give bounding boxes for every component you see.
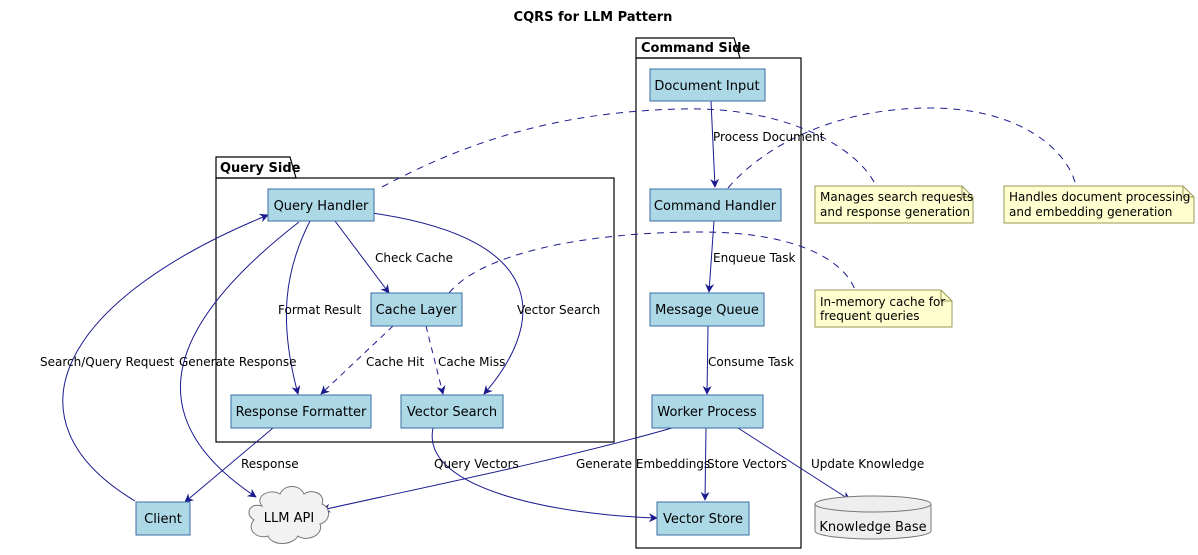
label-process-document: Process Document [713, 130, 825, 144]
message-queue-label: Message Queue [655, 303, 759, 318]
edge-consume-task [702, 325, 712, 395]
diagram-title: CQRS for LLM Pattern [514, 10, 673, 25]
edge-query-vectors [431, 427, 658, 523]
vector-store-label: Vector Store [663, 512, 743, 527]
cache-layer-label: Cache Layer [376, 303, 457, 318]
edge-response [184, 427, 274, 503]
query-handler-label: Query Handler [274, 199, 369, 214]
note-command-handler-line1: Handles document processing [1009, 190, 1190, 204]
note-connector-cache-layer [448, 231, 856, 294]
edge-check-cache [334, 220, 390, 294]
edge-vector-search [371, 212, 524, 395]
cloud-icon [248, 486, 329, 544]
response-formatter-node: Response Formatter [230, 394, 372, 429]
label-response: Response [241, 457, 299, 471]
vector-store-node: Vector Store [656, 501, 750, 536]
edges [62, 100, 851, 523]
edge-enqueue-task [705, 220, 715, 293]
label-check-cache: Check Cache [375, 251, 453, 265]
label-store-vectors: Store Vectors [707, 457, 787, 471]
edge-cache-hit [320, 325, 394, 395]
label-enqueue-task: Enqueue Task [713, 251, 796, 265]
knowledge-base-label: Knowledge Base [819, 520, 926, 535]
command-handler-label: Command Handler [654, 199, 777, 214]
edge-search-query-request [62, 213, 269, 502]
note-cache-layer-line1: In-memory cache for [820, 295, 945, 309]
query-side-package: Query Side [215, 156, 615, 443]
label-cache-miss: Cache Miss [438, 355, 505, 369]
label-query-vectors: Query Vectors [434, 457, 519, 471]
knowledge-base-node: Knowledge Base [814, 495, 932, 540]
query-handler-node: Query Handler [267, 188, 375, 222]
note-command-handler: Handles document processing and embeddin… [1003, 185, 1195, 224]
worker-process-node: Worker Process [651, 394, 764, 429]
edge-process-document [710, 100, 720, 188]
note-query-handler: Manages search requests and response gen… [814, 185, 974, 224]
note-connector-command-handler [727, 107, 1077, 189]
edge-cache-miss [425, 325, 446, 395]
label-generate-embeddings: Generate Embeddings [576, 457, 710, 471]
vector-search-node: Vector Search [400, 394, 504, 429]
worker-process-label: Worker Process [657, 405, 756, 420]
client-label: Client [144, 512, 182, 527]
edge-labels: Process Document Enqueue Task Consume Ta… [40, 130, 924, 471]
note-query-handler-line1: Manages search requests [820, 190, 973, 204]
document-input-node: Document Input [649, 68, 766, 102]
command-handler-node: Command Handler [649, 188, 782, 222]
document-input-label: Document Input [654, 79, 759, 94]
label-consume-task: Consume Task [708, 355, 794, 369]
message-queue-node: Message Queue [649, 292, 765, 327]
note-cache-layer: In-memory cache for frequent queries [814, 289, 953, 328]
command-side-package: Command Side [635, 37, 802, 549]
edge-store-vectors [700, 427, 710, 501]
note-query-handler-line2: and response generation [820, 205, 970, 219]
note-command-handler-line2: and embedding generation [1009, 205, 1172, 219]
cache-layer-node: Cache Layer [370, 292, 463, 327]
edge-format-result [285, 220, 311, 395]
label-generate-response: Generate Response [179, 355, 297, 369]
label-format-result: Format Result [278, 303, 361, 317]
label-vector-search: Vector Search [517, 303, 600, 317]
edge-update-knowledge [737, 427, 851, 501]
label-cache-hit: Cache Hit [366, 355, 424, 369]
response-formatter-label: Response Formatter [236, 405, 367, 420]
database-icon [814, 504, 932, 540]
label-update-knowledge: Update Knowledge [811, 457, 924, 471]
edge-generate-embeddings [321, 427, 673, 513]
query-side-label: Query Side [220, 161, 301, 176]
note-connector-query-handler [381, 108, 877, 188]
vector-search-label: Vector Search [407, 405, 497, 420]
note-cache-layer-line2: frequent queries [820, 309, 920, 323]
llm-api-label: LLM API [264, 511, 314, 526]
client-node: Client [135, 501, 191, 536]
llm-api-node: LLM API [248, 486, 329, 544]
edge-generate-response [179, 221, 300, 498]
command-side-label: Command Side [641, 41, 751, 56]
label-search-query-request: Search/Query Request [40, 355, 175, 369]
note-connectors [381, 107, 1077, 294]
